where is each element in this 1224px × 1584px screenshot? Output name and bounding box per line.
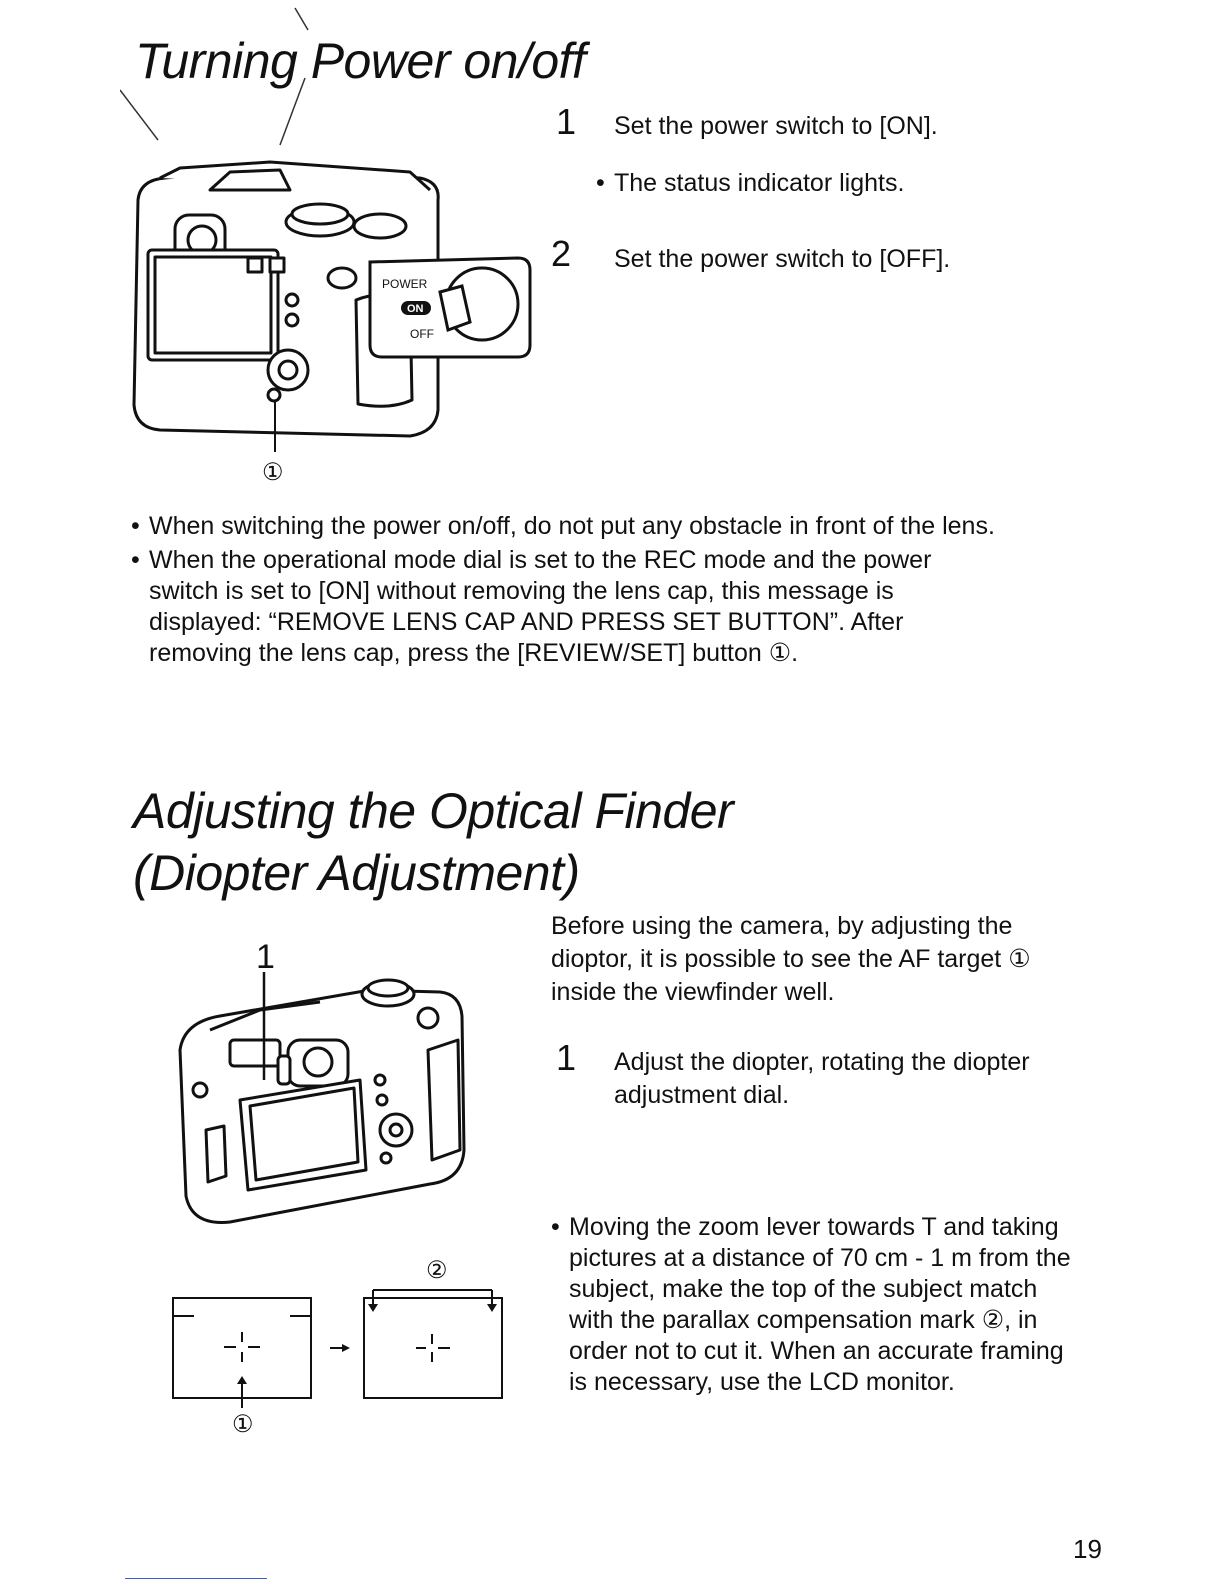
step-2-number: 2: [551, 233, 572, 274]
section-title-finder: Adjusting the Optical Finder: [133, 783, 734, 839]
finder-notes: Moving the zoom lever towards T and taki…: [551, 1212, 1071, 1398]
callout-af-target: ①: [232, 1411, 254, 1438]
page-number: 19: [1073, 1534, 1102, 1564]
section-title-finder-sub: (Diopter Adjustment): [133, 845, 580, 901]
finder-step-1-text: Adjust the diopter, rotating the diopter…: [614, 1048, 1030, 1109]
off-label: OFF: [410, 327, 434, 341]
camera-diopter-illustration: [178, 972, 466, 1224]
callout-diopter-dial: 1: [256, 938, 275, 976]
camera-power-illustration: POWER ON OFF: [120, 7, 532, 452]
power-notes: When switching the power on/off, do not …: [131, 511, 1091, 669]
on-label: ON: [407, 303, 424, 315]
power-note: When the operational mode dial is set to…: [131, 545, 1091, 669]
callout-parallax-mark: ②: [426, 1257, 448, 1284]
step-1-note: The status indicator lights.: [596, 166, 1156, 200]
finder-note: Moving the zoom lever towards T and taki…: [551, 1212, 1071, 1398]
footer-rule: [125, 1578, 267, 1579]
step-1-number: 1: [556, 101, 577, 142]
power-note: When switching the power on/off, do not …: [131, 511, 1091, 542]
step-1-text: Set the power switch to [ON].: [614, 112, 938, 140]
callout-review-set: ①: [262, 459, 284, 486]
power-label: POWER: [382, 277, 428, 291]
section-title-power: Turning Power on/off: [135, 33, 586, 89]
finder-intro: Before using the camera, by adjusting th…: [551, 912, 1031, 1006]
viewfinder-diagram: [172, 1289, 503, 1408]
step-2-text: Set the power switch to [OFF].: [614, 245, 951, 273]
step-1-notes: The status indicator lights.: [596, 166, 1156, 200]
finder-step-1-number: 1: [556, 1037, 577, 1078]
